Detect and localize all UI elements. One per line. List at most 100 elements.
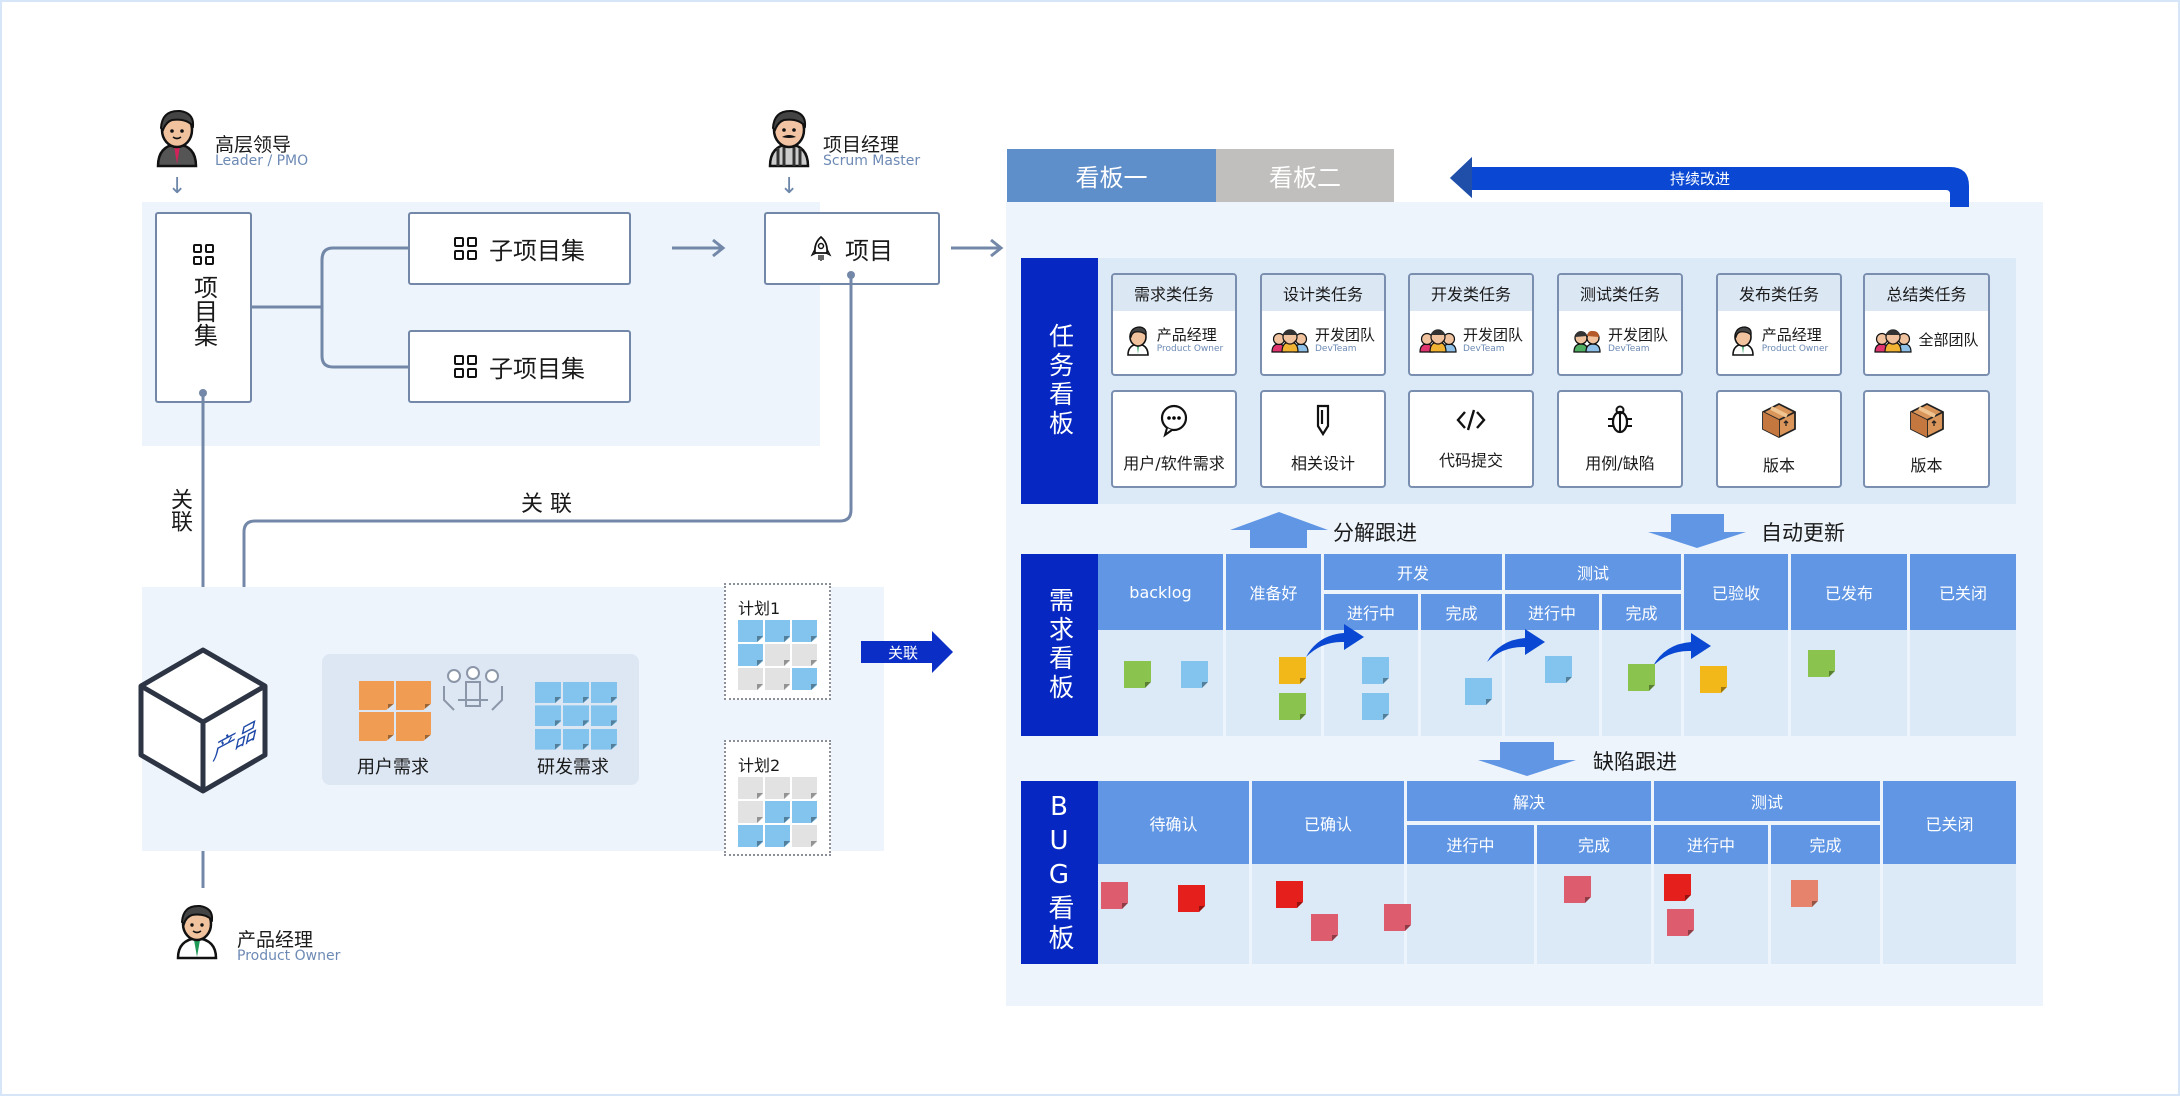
tab-board-1[interactable]: 看板一 (1007, 149, 1216, 202)
sticky-note[interactable] (1791, 880, 1818, 907)
task-card-title: 设计类任务 (1262, 275, 1384, 311)
sticky-note[interactable] (1311, 914, 1338, 941)
auto-update-label: 自动更新 (1761, 521, 1845, 545)
sticky-note[interactable] (792, 801, 817, 823)
sticky-note[interactable] (535, 705, 561, 727)
artifact-card[interactable]: 相关设计 (1260, 390, 1386, 488)
plan-1[interactable]: 计划1 (724, 583, 831, 700)
project-label: 项目 (845, 237, 893, 265)
sticky-note[interactable] (359, 712, 394, 741)
artifact-card[interactable]: 版本 (1716, 390, 1842, 488)
sticky-note[interactable] (1101, 882, 1128, 909)
column-header: 待确认 (1098, 781, 1249, 864)
sticky-note[interactable] (1664, 874, 1691, 901)
sticky-note[interactable] (1276, 881, 1303, 908)
artifact-label: 相关设计 (1290, 454, 1355, 473)
sticky-note[interactable] (1178, 885, 1205, 912)
sub-program-label: 子项目集 (489, 355, 585, 383)
sticky-note[interactable] (1667, 909, 1694, 936)
sticky-note[interactable] (765, 825, 790, 847)
tree-connector (252, 246, 408, 369)
plan-notes (738, 620, 817, 690)
sticky-note[interactable] (1700, 666, 1727, 693)
up-arrow-icon (1230, 512, 1328, 548)
sticky-note[interactable] (1362, 657, 1389, 684)
horizontal-link-label: 关 联 (521, 492, 572, 517)
sticky-note[interactable] (1362, 693, 1389, 720)
sticky-note[interactable] (591, 705, 617, 727)
sub-program-box-2[interactable]: 子项目集 (408, 330, 631, 403)
req-board-label: 需求看板 (1021, 554, 1098, 736)
owner-name: 开发团队 (1314, 325, 1375, 344)
plan-2[interactable]: 计划2 (724, 740, 831, 856)
sticky-note[interactable] (738, 620, 763, 642)
column-header: 已验收 (1684, 554, 1788, 630)
down-arrow-icon: ↓ (780, 174, 799, 199)
sticky-note[interactable] (563, 682, 589, 703)
sub-column-header: 进行中 (1407, 824, 1534, 864)
sticky-note[interactable] (359, 681, 394, 710)
sticky-note[interactable] (591, 682, 617, 703)
sticky-note[interactable] (535, 728, 561, 750)
sticky-note[interactable] (535, 682, 561, 703)
sticky-note[interactable] (1124, 661, 1151, 688)
sticky-note[interactable] (1545, 656, 1572, 683)
sticky-note[interactable] (765, 668, 790, 690)
sticky-note[interactable] (738, 801, 763, 823)
portfolio-box[interactable]: 项目集 (155, 212, 252, 403)
sticky-note[interactable] (396, 712, 431, 741)
sticky-note[interactable] (591, 728, 617, 750)
sticky-note[interactable] (792, 620, 817, 642)
sticky-note[interactable] (1181, 661, 1208, 688)
sticky-note[interactable] (1465, 678, 1492, 705)
team-icon (1271, 329, 1309, 353)
sticky-note[interactable] (792, 668, 817, 690)
artifact-card[interactable]: 用户/软件需求 (1111, 390, 1237, 488)
pencil-icon (1313, 404, 1333, 440)
sticky-note[interactable] (1808, 650, 1835, 677)
tab-board-2[interactable]: 看板二 (1216, 149, 1394, 202)
sticky-note[interactable] (1279, 693, 1306, 720)
owner-sub: DevTeam (1462, 343, 1505, 354)
bug-board-label: BUG看板 (1021, 781, 1098, 964)
sticky-note[interactable] (1384, 904, 1411, 931)
sticky-note[interactable] (765, 777, 790, 799)
task-card-title: 测试类任务 (1559, 275, 1681, 311)
sticky-note[interactable] (1628, 664, 1655, 691)
owner-sub: Product Owner (1156, 343, 1224, 354)
task-card[interactable]: 总结类任务全部团队 (1863, 273, 1990, 376)
sticky-note[interactable] (563, 705, 589, 727)
sticky-note[interactable] (738, 777, 763, 799)
sticky-note[interactable] (792, 777, 817, 799)
sticky-note[interactable] (792, 644, 817, 666)
sticky-note[interactable] (1564, 876, 1591, 903)
sticky-note[interactable] (792, 825, 817, 847)
dev-req-label: 研发需求 (537, 757, 609, 778)
artifact-label: 用例/缺陷 (1585, 454, 1655, 473)
artifact-card[interactable]: 代码提交 (1408, 390, 1534, 488)
column-header: 已关闭 (1910, 554, 2016, 630)
column-cell (1407, 864, 1534, 964)
sticky-note[interactable] (765, 801, 790, 823)
sticky-note[interactable] (1279, 657, 1306, 684)
artifact-card[interactable]: 版本 (1863, 390, 1990, 488)
sticky-note[interactable] (738, 825, 763, 847)
sticky-note[interactable] (738, 668, 763, 690)
sticky-note[interactable] (765, 620, 790, 642)
chat-bubble-icon (1158, 404, 1190, 440)
team-pair-icon (1573, 330, 1601, 353)
sticky-note[interactable] (738, 644, 763, 666)
artifact-card[interactable]: 用例/缺陷 (1557, 390, 1683, 488)
sticky-note[interactable] (563, 728, 589, 750)
sticky-note[interactable] (396, 681, 431, 710)
sticky-note[interactable] (765, 644, 790, 666)
sub-program-box-1[interactable]: 子项目集 (408, 212, 631, 285)
